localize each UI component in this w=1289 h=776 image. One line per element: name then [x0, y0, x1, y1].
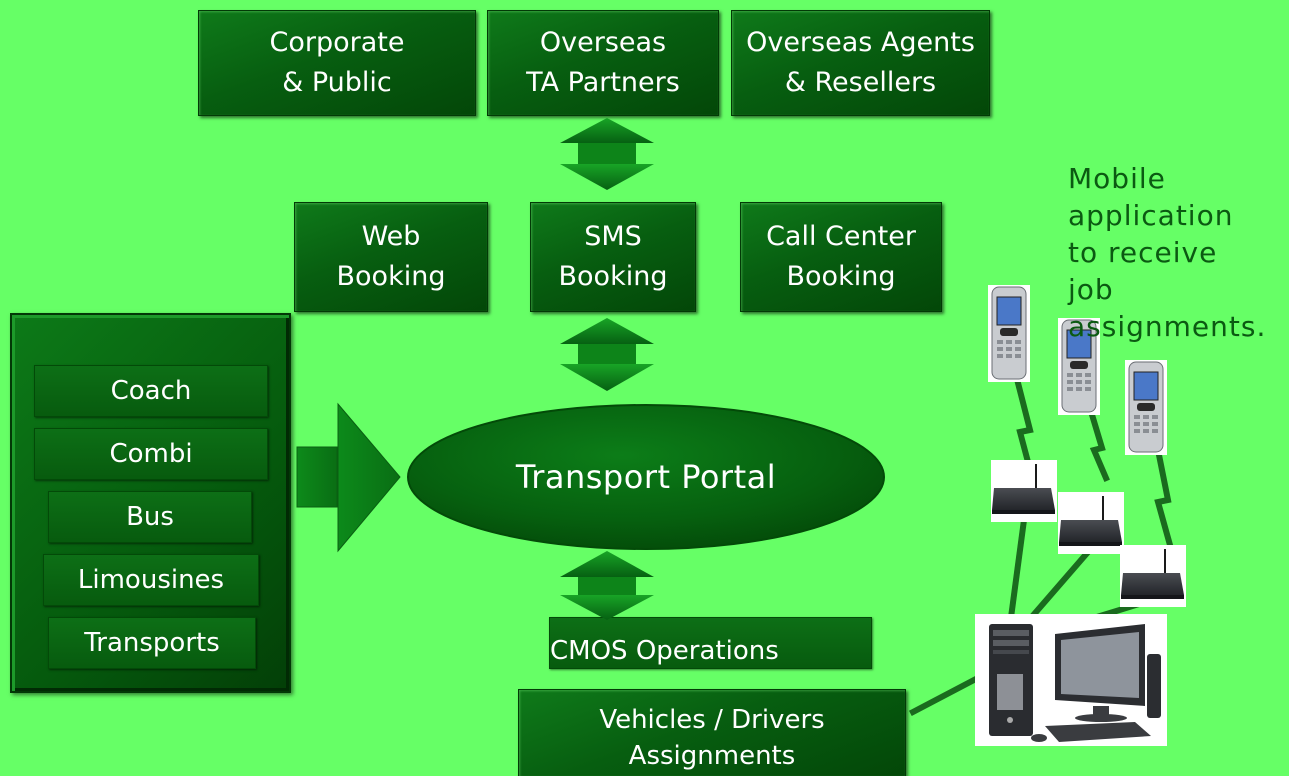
- mobile-phone-icon: [1058, 318, 1100, 415]
- cmos-operations-box: CMOS Operations: [549, 617, 872, 669]
- sms-booking-line1: SMS: [584, 221, 642, 252]
- web-booking-line1: Web: [361, 221, 421, 252]
- corporate-public-line2: & Public: [282, 67, 392, 98]
- corporate-public-line1: Corporate: [269, 27, 405, 58]
- double-arrow-middle: [560, 318, 654, 391]
- wireless-router-icon: [991, 460, 1057, 522]
- mobile-phone-icon: [1125, 360, 1167, 455]
- vehicle-transports: Transports: [48, 617, 256, 669]
- vehicle-combi: Combi: [34, 428, 268, 480]
- note-line3: to receive: [1068, 236, 1218, 269]
- sms-booking-box: SMS Booking: [530, 202, 696, 312]
- assignments-line1: Vehicles / Drivers: [599, 705, 825, 735]
- corporate-public-box: Corporate & Public: [198, 10, 476, 116]
- double-arrow-top: [560, 118, 654, 190]
- call-center-booking-box: Call Center Booking: [740, 202, 942, 312]
- transport-portal-ellipse: [407, 404, 885, 550]
- vehicles-drivers-assignments-box: Vehicles / Drivers Assignments: [518, 689, 906, 776]
- assignments-line2: Assignments: [628, 741, 796, 771]
- note-line4: job: [1068, 273, 1114, 306]
- overseas-ta-partners-box: Overseas TA Partners: [487, 10, 719, 116]
- overseas-agents-box: Overseas Agents & Resellers: [731, 10, 990, 116]
- overseas-ta-partners-line2: TA Partners: [526, 67, 680, 98]
- mobile-phone-icon: [988, 285, 1030, 382]
- vehicle-limousines: Limousines: [43, 554, 259, 606]
- transport-portal-label: Transport Portal: [515, 458, 777, 496]
- note-line1: Mobile: [1068, 162, 1166, 195]
- wireless-router-icon: [1058, 492, 1124, 554]
- note-line2: application: [1068, 199, 1234, 232]
- overseas-agents-line2: & Resellers: [784, 67, 937, 98]
- cmos-operations-label: CMOS Operations: [550, 636, 779, 666]
- call-center-booking-line2: Booking: [786, 261, 896, 292]
- note-line5: assignments.: [1068, 310, 1267, 343]
- web-booking-line2: Booking: [336, 261, 446, 292]
- vehicle-bus: Bus: [48, 491, 252, 543]
- wireless-router-icon: [1120, 545, 1186, 607]
- overseas-agents-line1: Overseas Agents: [746, 27, 975, 58]
- sms-booking-line2: Booking: [558, 261, 668, 292]
- desktop-computer-icon: [975, 614, 1167, 746]
- vehicle-coach: Coach: [34, 365, 268, 417]
- web-booking-box: Web Booking: [294, 202, 488, 312]
- overseas-ta-partners-line1: Overseas: [539, 27, 667, 58]
- call-center-booking-line1: Call Center: [766, 221, 916, 252]
- right-arrow-vehicles-to-portal: [296, 402, 401, 553]
- mobile-application-note: Mobile application to receive job assign…: [1068, 160, 1266, 345]
- double-arrow-bottom: [560, 551, 654, 620]
